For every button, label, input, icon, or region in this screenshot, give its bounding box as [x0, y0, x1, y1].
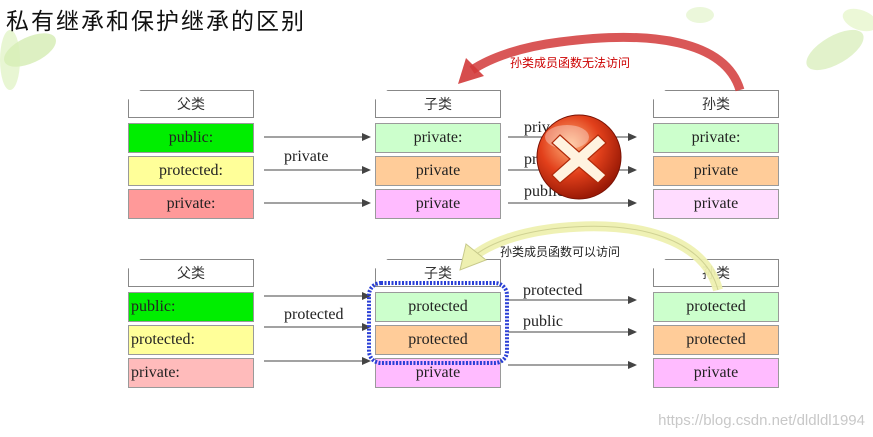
bottom-link-label-2: public: [523, 313, 563, 330]
bottom-parent-protected: protected:: [128, 325, 254, 355]
top-grandchild-header: 孙类: [653, 90, 779, 118]
bottom-curved-arrow: [470, 221, 723, 292]
bottom-note: 孙类成员函数可以访问: [500, 245, 621, 259]
top-parent-private: private:: [128, 189, 254, 219]
page-title: 私有继承和保护继承的区别: [6, 9, 306, 35]
top-child-cell-1: private:: [375, 123, 501, 153]
bottom-parent-private: private:: [128, 358, 254, 388]
watermark: https://blog.csdn.net/dldldl1994: [658, 412, 865, 429]
bottom-grand-cell-3: private: [653, 358, 779, 388]
top-curved-arrowhead: [458, 58, 484, 84]
top-note: 孙类成员函数无法访问: [510, 56, 631, 70]
top-child-cell-2: private: [375, 156, 501, 186]
leaf-decoration: [806, 29, 864, 71]
bottom-child-cell-1: protected: [375, 292, 501, 322]
top-grand-cell-3: private: [653, 189, 779, 219]
leaf-decoration: [0, 30, 20, 90]
bottom-grand-cell-2: protected: [653, 325, 779, 355]
top-parent-public: public:: [128, 123, 254, 153]
top-curved-arrow: [469, 32, 745, 92]
bottom-link-label-1: protected: [523, 282, 583, 299]
bottom-child-cell-2: protected: [375, 325, 501, 355]
bottom-parent-header: 父类: [128, 259, 254, 287]
top-grand-cell-2: private: [653, 156, 779, 186]
bottom-curved-arrowhead: [459, 243, 487, 271]
highlight-box: [367, 281, 509, 365]
bottom-parent-public: public:: [128, 292, 254, 322]
leaf-decoration: [686, 7, 714, 23]
forbidden-x-icon: [536, 114, 622, 200]
top-child-cell-3: private: [375, 189, 501, 219]
bottom-middle-label: protected: [284, 306, 344, 323]
top-grand-cell-1: private:: [653, 123, 779, 153]
top-child-header: 子类: [375, 90, 501, 118]
bottom-grand-cell-1: protected: [653, 292, 779, 322]
top-parent-protected: protected:: [128, 156, 254, 186]
leaf-decoration: [842, 8, 873, 32]
top-middle-label: private: [284, 148, 329, 165]
top-parent-header: 父类: [128, 90, 254, 118]
